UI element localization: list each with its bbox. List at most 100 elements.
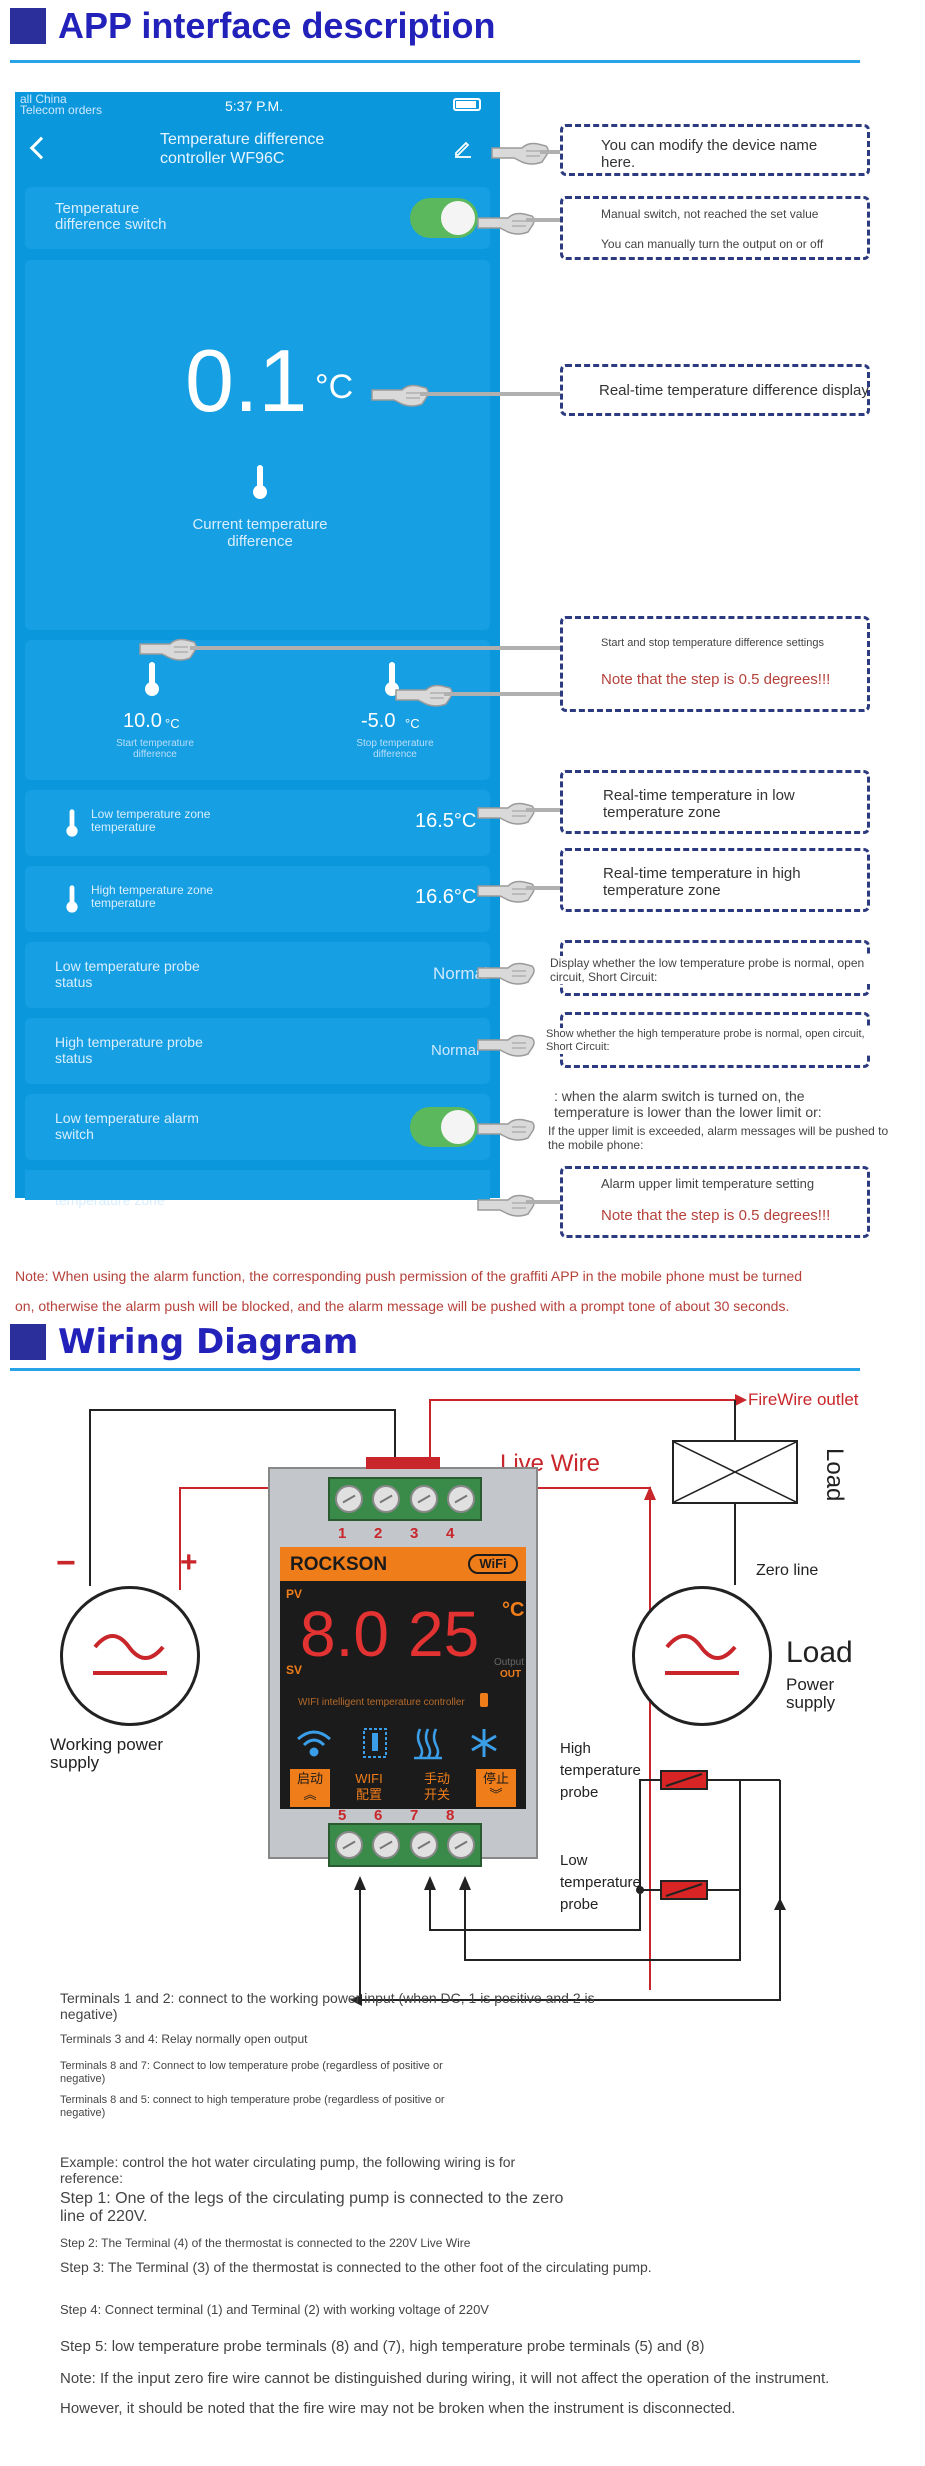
- diff-switch-label: Temperature difference switch: [55, 200, 167, 233]
- callout-manual-switch-line2: You can manually turn the output on or o…: [601, 237, 824, 251]
- controller-face: ROCKSON WiFi PV SV 8.0 25 °C Output OUT …: [280, 1547, 526, 1809]
- low-zone-value: 16.5°C: [415, 810, 477, 832]
- stop-diff-value: -5.0: [361, 710, 396, 732]
- screw-icon: [334, 1485, 363, 1513]
- wiring-divider: [10, 1368, 860, 1371]
- carrier-text: all China Telecom orders: [20, 92, 103, 117]
- load-cross-icon: [673, 1441, 797, 1503]
- battery-icon: [453, 98, 481, 111]
- high-probe-value: Normal: [431, 1042, 480, 1059]
- start-diff-caption: Start temperature difference: [116, 738, 194, 760]
- out-label: OUT: [500, 1669, 522, 1680]
- wifi-config-label[interactable]: WIFI 配置: [355, 1771, 383, 1802]
- screw-icon: [409, 1485, 438, 1513]
- brand-bar: ROCKSON WiFi: [280, 1547, 526, 1581]
- low-probe-label: Low temperature probe: [560, 1852, 641, 1913]
- callout-manual-switch-line1: Manual switch, not reached the set value: [601, 207, 819, 221]
- callout-realtime-high-text: Real-time temperature in high temperatur…: [603, 865, 801, 899]
- terminal-4-label: 4: [446, 1525, 455, 1542]
- current-diff-unit: °C: [315, 368, 354, 406]
- celsius-mark: °C: [502, 1599, 525, 1621]
- alarm-switch-label: Low temperature alarm switch: [55, 1110, 199, 1142]
- high-zone-thermometer-icon: [66, 885, 78, 913]
- stop-button[interactable]: 停止︾: [476, 1769, 516, 1807]
- zero-line-label: Zero line: [756, 1562, 819, 1579]
- stop-button-label: 停止: [482, 1771, 509, 1786]
- diff-switch-toggle[interactable]: [410, 198, 478, 238]
- plus-sign: +: [180, 1546, 198, 1579]
- terminal-7-label: 7: [410, 1807, 419, 1824]
- current-diff-card: 0.1 °C Current temperature difference: [25, 260, 490, 630]
- callout-realtime-diff: Real-time temperature difference display: [560, 364, 870, 416]
- instr-terminals-3-4: Terminals 3 and 4: Relay normally open o…: [60, 2032, 308, 2046]
- load-top-label: Load: [821, 1448, 848, 1502]
- instr-note-2: However, it should be noted that the fir…: [60, 2400, 736, 2417]
- thermometer-setting-icon: [363, 1728, 387, 1758]
- heating-icon: [414, 1728, 442, 1760]
- instr-example: Example: control the hot water circulati…: [60, 2154, 516, 2186]
- app-section-header: APP interface description: [10, 5, 495, 46]
- ac-wave-icon: [93, 1634, 167, 1675]
- hand-pointer-icon: [491, 142, 549, 165]
- low-zone-label: Low temperature zone temperature: [91, 807, 211, 834]
- working-power-supply-icon: [60, 1586, 200, 1726]
- callout-start-stop: Start and stop temperature difference se…: [560, 616, 870, 712]
- edit-pencil-icon[interactable]: [453, 138, 473, 158]
- header-square-icon: [10, 1324, 46, 1360]
- low-probe-card: Low temperature probe status Normal: [25, 942, 490, 1008]
- wifi-badge: WiFi: [468, 1554, 518, 1574]
- terminal-5-label: 5: [338, 1807, 347, 1824]
- low-zone-thermometer-icon: [66, 809, 78, 837]
- start-button-label: 启动: [296, 1771, 323, 1786]
- alarm-switch-card: Low temperature alarm switch: [25, 1094, 490, 1160]
- instr-terminals-1-2: Terminals 1 and 2: connect to the workin…: [60, 1990, 595, 2022]
- working-power-label: Working power supply: [50, 1735, 164, 1772]
- wiring-section-header: Wiring Diagram: [10, 1322, 358, 1362]
- display-right-digits: 25: [408, 1598, 480, 1670]
- device-title: Temperature difference controller WF96C: [160, 131, 325, 167]
- start-stop-card[interactable]: 10.0 °C Start temperature difference -5.…: [25, 640, 490, 780]
- high-zone-card: High temperature zone temperature 16.6°C: [25, 866, 490, 932]
- alarm-switch-desc-1: : when the alarm switch is turned on, th…: [554, 1088, 822, 1120]
- power-supply-label: Power supply: [786, 1675, 836, 1712]
- current-diff-label: Current temperature difference: [192, 516, 328, 550]
- snowflake-icon: [471, 1729, 497, 1757]
- screw-icon: [372, 1485, 401, 1513]
- high-temp-probe-icon: [660, 1770, 708, 1790]
- bottom-wire-terminal-5: [359, 1880, 781, 2001]
- high-zone-value: 16.6°C: [415, 886, 477, 908]
- start-diff-value: 10.0: [123, 710, 162, 732]
- temperature-controller: 1 2 3 4 ROCKSON WiFi PV SV 8.0 25 °C Out…: [268, 1457, 538, 1867]
- instr-step-2: Step 2: The Terminal (4) of the thermost…: [60, 2236, 471, 2250]
- bottom-terminal-strip: [328, 1823, 482, 1867]
- alarm-switch-toggle[interactable]: [410, 1107, 478, 1147]
- low-temp-probe-icon: [660, 1880, 708, 1900]
- low-zone-card: Low temperature zone temperature 16.5°C: [25, 790, 490, 856]
- high-probe-label: High temperature probe status: [55, 1034, 203, 1066]
- display-left-digits: 8.0: [300, 1598, 389, 1670]
- callout-manual-switch: Manual switch, not reached the set value…: [560, 196, 870, 260]
- bottom-wire-terminal-8: [464, 1779, 741, 1961]
- stop-diff-unit: °C: [405, 716, 420, 731]
- manual-switch-label[interactable]: 手动 开关: [423, 1771, 450, 1802]
- alarm-note-line2: on, otherwise the alarm push will be blo…: [15, 1298, 790, 1314]
- load-side-label: Load: [786, 1636, 853, 1669]
- screw-icon: [409, 1831, 438, 1859]
- callout-alarm-upper-text: Alarm upper limit temperature setting: [601, 1176, 815, 1191]
- alarm-note-line1: Note: When using the alarm function, the…: [15, 1268, 803, 1284]
- top-terminal-strip: [328, 1477, 482, 1521]
- header-divider: [10, 60, 860, 63]
- callout-realtime-low: Real-time temperature in low temperature…: [560, 770, 870, 834]
- stop-diff-caption: Stop temperature difference: [356, 738, 434, 760]
- start-button[interactable]: 启动︽: [290, 1769, 330, 1807]
- minus-sign: −: [56, 1544, 76, 1582]
- screw-icon: [372, 1831, 401, 1859]
- start-thermometer-icon: [145, 662, 159, 696]
- instr-step-3: Step 3: The Terminal (3) of the thermost…: [60, 2259, 652, 2275]
- callout-alarm-upper: Alarm upper limit temperature setting No…: [560, 1166, 870, 1238]
- back-chevron-icon[interactable]: [29, 136, 53, 160]
- alarm-switch-desc-2: If the upper limit is exceeded, alarm me…: [548, 1124, 889, 1152]
- load-power-supply-icon: [632, 1586, 772, 1726]
- function-icons: [297, 1728, 497, 1760]
- callout-realtime-diff-text: Real-time temperature difference display: [599, 382, 869, 399]
